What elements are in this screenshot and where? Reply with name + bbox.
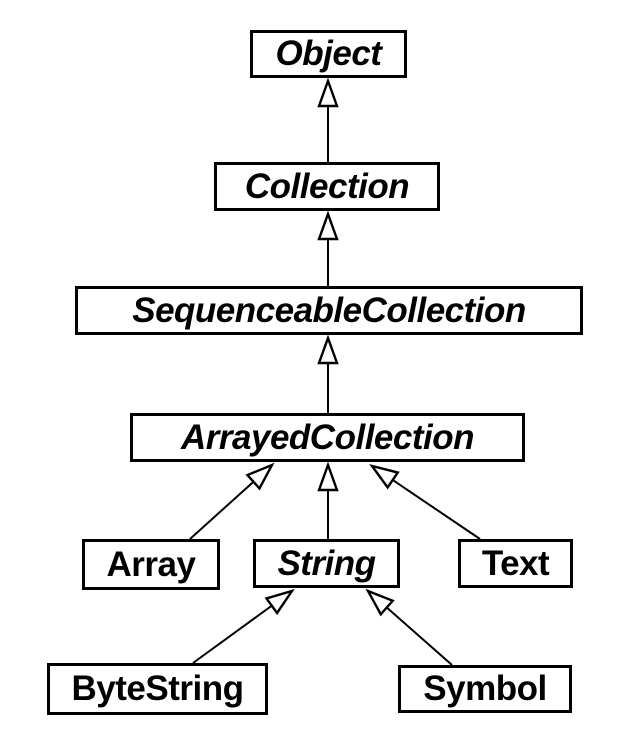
class-box-object: Object: [250, 30, 407, 78]
edge-array-to-arrayedcollection: [189, 465, 272, 540]
class-box-sequenceable-collection: SequenceableCollection: [75, 286, 583, 335]
edge-symbol-to-string: [368, 591, 453, 666]
class-box-byte-string: ByteString: [47, 663, 268, 715]
class-box-text: Text: [458, 539, 573, 588]
edge-text-to-arrayedcollection: [372, 466, 481, 540]
class-box-array: Array: [82, 539, 220, 590]
class-box-string: String: [253, 539, 400, 588]
edge-bytestring-to-string: [192, 591, 292, 664]
class-box-collection: Collection: [214, 162, 440, 211]
class-box-arrayed-collection: ArrayedCollection: [130, 413, 525, 462]
class-box-symbol: Symbol: [398, 665, 572, 713]
